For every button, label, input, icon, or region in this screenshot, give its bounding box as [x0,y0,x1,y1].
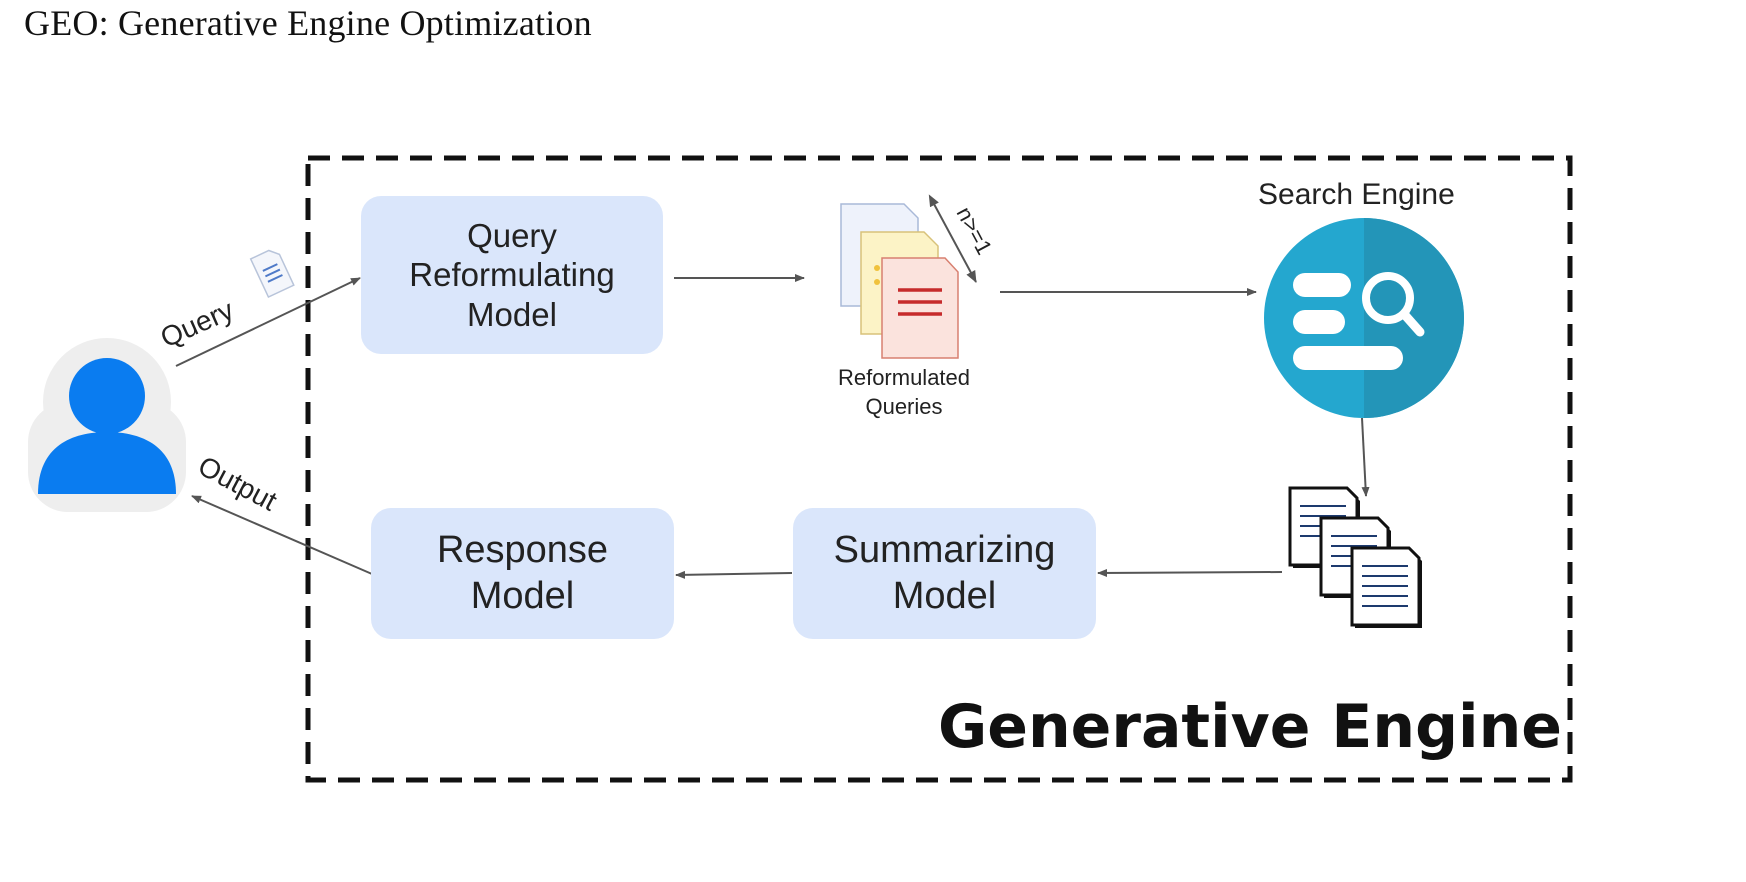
summarizing-model-line-1: Summarizing [833,528,1056,571]
response-model-line-1: Response [436,528,609,571]
generative-engine-label: Generative Engine [938,692,1562,762]
reformulated-queries-label: Reformulated Queries [830,364,978,421]
query-document-icon [249,249,295,299]
query-reformulating-line-1: Query [467,216,557,254]
summarizing-model-box: Summarizing Model [793,508,1096,639]
query-edge-label: Query [156,294,238,353]
query-reformulating-model-box: Query Reformulating Model [361,196,663,354]
query-reformulating-line-2: Reformulating [409,256,615,294]
generative-engine-container [305,155,1573,783]
search-to-docs-arrow [1361,417,1370,497]
reformulated-queries-line-1: Reformulated [837,365,971,390]
search-engine-icon [1264,218,1464,418]
response-model-line-2: Model [470,574,575,617]
retrieved-documents-icon [1288,486,1422,628]
document-stack-icon [840,203,959,359]
summarizing-to-response-arrow [675,570,793,579]
search-engine-label: Search Engine [1258,178,1455,211]
reformulated-queries-line-2: Queries [865,393,943,419]
count-arrow [928,194,977,283]
docs-to-summarizing-arrow [1097,568,1283,577]
user-icon [28,338,186,512]
summarizing-model-line-2: Model [892,574,997,617]
response-model-box: Response Model [371,508,674,639]
query-reformulating-line-3: Model [467,295,557,333]
page-title: GEO: Generative Engine Optimization [24,3,592,43]
output-arrow [191,495,373,575]
query-arrow [175,277,361,367]
output-edge-label: Output [193,450,282,517]
